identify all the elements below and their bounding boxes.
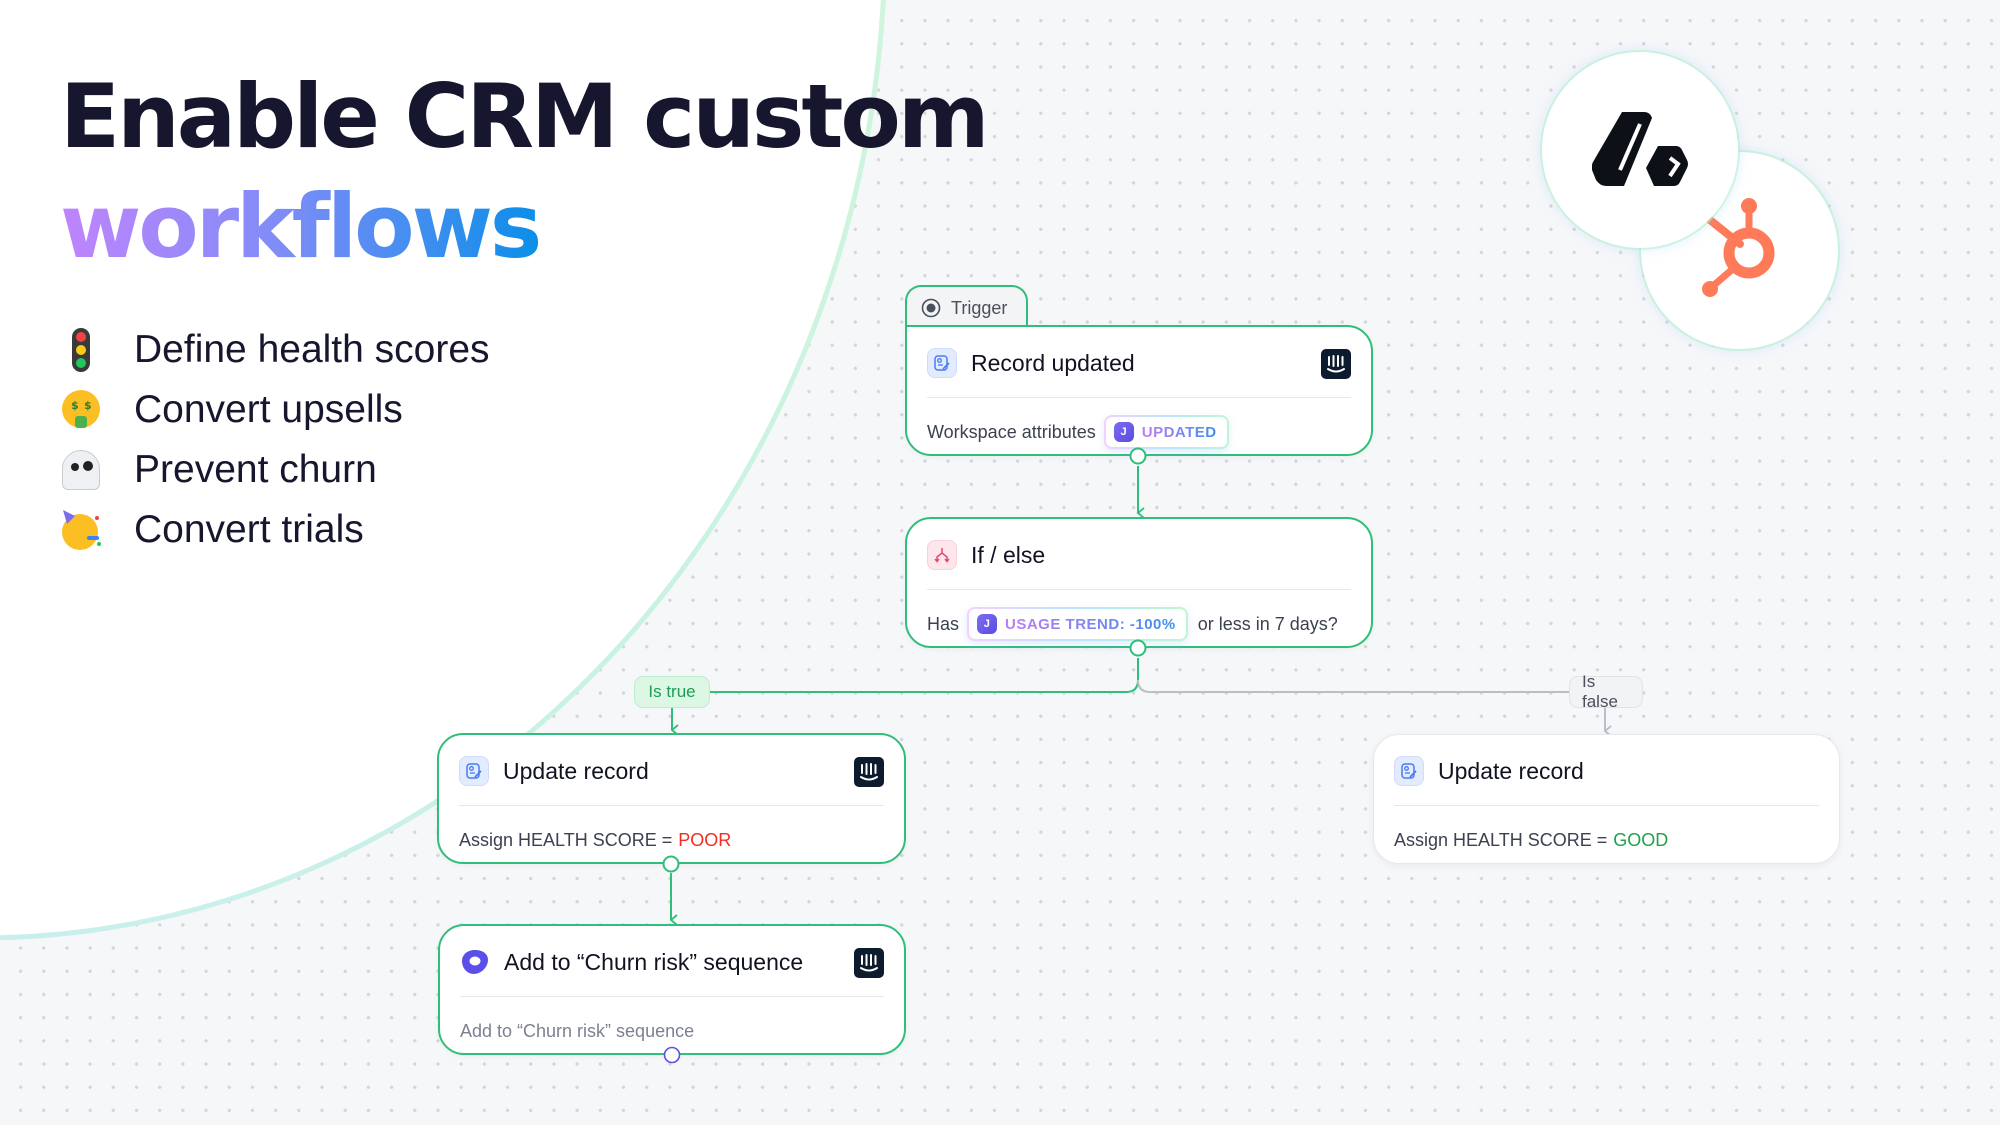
feature-item: Convert trials [58, 500, 490, 560]
partying-face-icon [58, 507, 104, 553]
condition-body-suffix: or less in 7 days? [1197, 613, 1338, 634]
condition-title: If / else [971, 541, 1046, 568]
hero-title-line2: workflows [60, 172, 542, 282]
feature-list: Define health scores $$ Convert upsells … [58, 320, 490, 560]
update-record-body: Assign HEALTH SCORE = GOOD [1394, 815, 1819, 865]
feature-label: Convert upsells [134, 388, 403, 431]
assign-text: Assign HEALTH SCORE = [1394, 829, 1608, 850]
svg-text:$: $ [84, 399, 92, 412]
feature-item: Prevent churn [58, 440, 490, 500]
hubspot-icon [1700, 197, 1774, 297]
condition-pill[interactable]: J USAGE TREND: -100% [967, 607, 1188, 641]
trigger-tab[interactable]: Trigger [905, 285, 1028, 329]
trigger-body-prefix: Workspace attributes [927, 421, 1096, 442]
attio-logo [1542, 52, 1738, 248]
sequence-title: Add to “Churn risk” sequence [504, 948, 804, 975]
update-record-title: Update record [1438, 757, 1584, 784]
target-icon [921, 298, 941, 318]
record-edit-icon [927, 348, 957, 378]
attribute-icon: J [1113, 422, 1134, 442]
attribute-icon: J [977, 614, 998, 634]
intercom-icon [854, 948, 884, 978]
feature-item: Define health scores [58, 320, 490, 380]
attribute-pill[interactable]: J UPDATED [1104, 415, 1229, 449]
record-edit-icon [1394, 756, 1424, 786]
condition-pill-label: USAGE TREND: -100% [1005, 615, 1176, 633]
trigger-tab-label: Trigger [951, 297, 1008, 318]
sequence-body: Add to “Churn risk” sequence [460, 1020, 695, 1041]
feature-label: Convert trials [134, 508, 364, 551]
trigger-title: Record updated [971, 349, 1135, 376]
connector-handle[interactable] [663, 1046, 681, 1064]
attribute-pill-label: UPDATED [1141, 423, 1217, 441]
trigger-card[interactable]: Record updated Workspace attributes J UP… [905, 325, 1373, 456]
intercom-icon [1321, 349, 1351, 379]
hero-title: Enable CRM custom workflows [60, 62, 990, 282]
feature-item: $$ Convert upsells [58, 380, 490, 440]
card-divider [927, 397, 1351, 398]
intercom-icon [854, 757, 884, 787]
update-record-body: Assign HEALTH SCORE = POOR [459, 815, 884, 865]
is-false-label[interactable]: Is false [1569, 672, 1643, 711]
health-score-value: GOOD [1613, 829, 1669, 850]
connector-handle[interactable] [1129, 639, 1147, 657]
health-score-value: POOR [678, 829, 732, 850]
update-record-card-false[interactable]: Update record Assign HEALTH SCORE = GOOD [1373, 734, 1840, 864]
card-divider [459, 805, 884, 806]
connector-handle[interactable] [1129, 447, 1147, 465]
condition-body-prefix: Has [927, 613, 960, 634]
attio-icon [1592, 112, 1688, 186]
branch-icon [927, 540, 957, 570]
assign-text: Assign HEALTH SCORE = [459, 829, 673, 850]
condition-body: Has J USAGE TREND: -100% or less in 7 da… [927, 599, 1351, 649]
money-mouth-face-icon: $$ [58, 387, 104, 433]
ghost-icon [58, 447, 104, 493]
connector-handle[interactable] [662, 855, 680, 873]
sequence-card[interactable]: Add to “Churn risk” sequence Add to “Chu… [438, 924, 906, 1055]
update-record-title: Update record [503, 757, 649, 784]
is-true-label[interactable]: Is true [634, 676, 710, 708]
outreach-icon [460, 947, 490, 977]
record-edit-icon [459, 756, 489, 786]
update-record-card-true[interactable]: Update record Assign HEALTH SCORE = POOR [437, 733, 906, 864]
hero-title-line1: Enable CRM custom [60, 65, 990, 168]
card-divider [460, 996, 884, 997]
card-divider [927, 589, 1351, 590]
trigger-body: Workspace attributes J UPDATED [927, 407, 1351, 457]
card-divider [1394, 805, 1819, 806]
svg-text:$: $ [71, 399, 79, 412]
feature-label: Define health scores [134, 328, 490, 371]
condition-card[interactable]: If / else Has J USAGE TREND: -100% or le… [905, 517, 1373, 648]
feature-label: Prevent churn [134, 448, 377, 491]
traffic-light-icon [58, 327, 104, 373]
connector-false-branch [1137, 679, 1570, 693]
connector-true-branch [710, 658, 1139, 693]
